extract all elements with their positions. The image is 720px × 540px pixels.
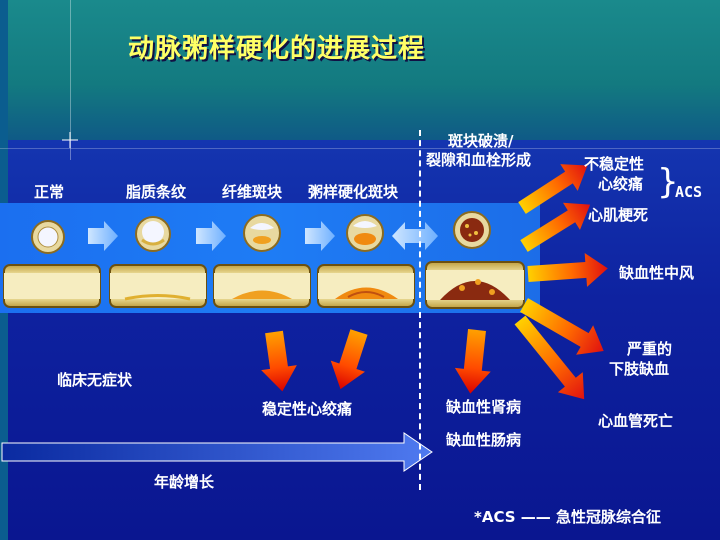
- cross-section-ruptured-plaque: [453, 211, 491, 249]
- progress-arrow-2: [196, 221, 226, 251]
- stage-label-atherosclerotic-plaque: 粥样硬化斑块: [308, 183, 399, 201]
- stage-label-fibrous-plaque: 纤维斑块: [222, 183, 283, 201]
- decorative-horizontal-line: [0, 148, 720, 149]
- outcome-arrow-unstable-angina: [518, 164, 588, 214]
- vessel-segment-fatty-streak: [109, 264, 207, 308]
- crosshair-decoration: [62, 132, 78, 148]
- divider-dashed-line: [419, 130, 421, 490]
- outcome-limb-line2: 下肢缺血: [609, 360, 670, 378]
- header-band: [0, 0, 720, 140]
- bidirectional-arrow: [392, 222, 438, 250]
- note-asymptomatic: 临床无症状: [57, 371, 133, 389]
- vessel-segment-ruptured: [425, 261, 525, 309]
- down-arrow-ischemic-organ: [454, 329, 491, 394]
- cross-section-normal: [31, 220, 65, 254]
- note-ischemic-bowel-disease: 缺血性肠病: [446, 431, 522, 449]
- cross-section-fatty-streak: [135, 216, 171, 252]
- vessel-segment-fibrous-plaque: [213, 264, 311, 308]
- brace-symbol: }: [657, 162, 679, 202]
- outcome-arrow-mi: [520, 202, 591, 252]
- cross-section-atherosclerotic-plaque: [346, 214, 384, 252]
- outcome-acs: ACS: [675, 183, 703, 201]
- outcome-arrow-death: [514, 315, 585, 400]
- rupture-label-line2: 裂隙和血栓形成: [426, 151, 532, 169]
- outcome-unstable-angina-line1: 不稳定性: [584, 155, 645, 173]
- note-ischemic-renal-disease: 缺血性肾病: [446, 398, 522, 416]
- stage-label-normal: 正常: [34, 183, 65, 201]
- vessel-segment-normal: [3, 264, 101, 308]
- cross-section-fibrous-plaque: [243, 214, 281, 252]
- outcome-unstable-angina-line2: 心绞痛: [598, 175, 644, 193]
- age-arrow: [1, 432, 433, 472]
- outcome-arrow-stroke: [527, 252, 608, 287]
- rupture-label-line1: 斑块破溃/: [448, 132, 514, 150]
- down-arrow-stable-angina-2: [330, 329, 368, 390]
- note-stable-angina: 稳定性心绞痛: [262, 400, 353, 418]
- outcome-cardiovascular-death: 心血管死亡: [598, 412, 674, 430]
- note-age-increase: 年龄增长: [154, 473, 215, 491]
- footnote-acs-definition: *ACS —— 急性冠脉综合征: [474, 508, 661, 526]
- progress-arrow-1: [88, 221, 118, 251]
- progress-arrow-3: [305, 221, 335, 251]
- outcome-arrow-limb: [520, 298, 604, 355]
- outcome-mi: 心肌梗死: [588, 206, 649, 224]
- outcome-ischemic-stroke: 缺血性中风: [619, 264, 695, 282]
- slide-title: 动脉粥样硬化的进展过程: [128, 34, 426, 64]
- vessel-segment-atherosclerotic: [317, 264, 415, 308]
- stage-label-fatty-streak: 脂质条纹: [126, 183, 187, 201]
- outcome-limb-line1: 严重的: [627, 340, 673, 358]
- decorative-vertical-line: [70, 0, 71, 160]
- down-arrow-stable-angina-1: [261, 330, 297, 392]
